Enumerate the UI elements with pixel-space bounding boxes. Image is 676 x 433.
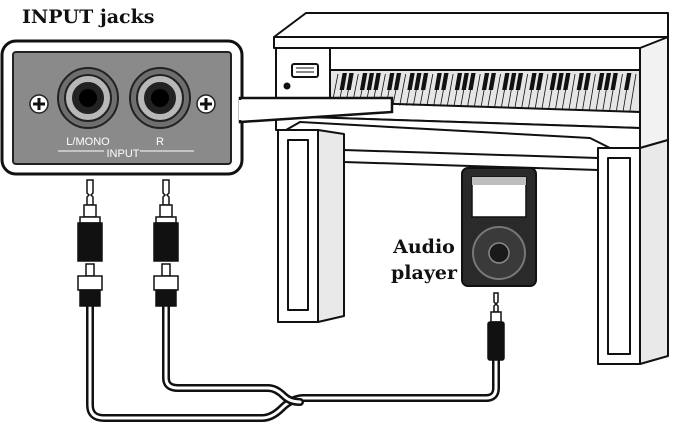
rca-plug-icon <box>77 263 103 307</box>
jack-left-label: L/MONO <box>66 136 110 148</box>
phone-plug-icon <box>153 179 179 262</box>
black-key <box>407 73 415 90</box>
black-key <box>515 73 524 90</box>
black-key <box>393 73 402 90</box>
black-key <box>414 73 422 90</box>
black-key <box>603 73 612 90</box>
player-label-line2: player <box>391 262 457 284</box>
jack-right-label: R <box>156 136 164 148</box>
input-jack-icon <box>57 67 119 129</box>
stereo-cable <box>86 301 500 422</box>
black-key <box>461 73 469 90</box>
black-key <box>434 73 442 90</box>
black-key <box>508 73 517 90</box>
black-key <box>502 73 510 90</box>
black-key <box>596 73 605 90</box>
white-key-divider <box>541 73 549 109</box>
screw-icon <box>29 94 49 114</box>
black-key <box>454 73 463 90</box>
input-group-label: INPUT <box>107 148 140 160</box>
white-key-divider <box>588 73 596 110</box>
black-key <box>610 73 618 90</box>
player-label: Audio player <box>388 234 460 286</box>
black-key <box>536 73 544 90</box>
black-key <box>373 73 381 90</box>
black-key <box>556 73 564 90</box>
black-key <box>563 73 571 90</box>
input-jack-icon <box>129 67 191 129</box>
rca-plug-icon <box>153 263 179 307</box>
black-key <box>339 73 347 90</box>
black-key <box>488 73 496 90</box>
black-key <box>549 73 557 90</box>
black-key <box>583 73 591 90</box>
white-key-divider <box>399 73 407 106</box>
black-key <box>366 73 375 90</box>
white-key-divider <box>629 73 637 111</box>
screw-icon <box>196 94 216 114</box>
player-label-line1: Audio <box>393 236 455 258</box>
black-key <box>576 73 584 90</box>
white-key-divider <box>446 73 454 107</box>
white-key-divider <box>426 73 434 107</box>
diagram-title: INPUT jacks <box>22 6 155 28</box>
black-key <box>481 73 490 90</box>
white-key-divider <box>568 73 576 110</box>
white-key-divider <box>616 73 623 111</box>
black-key <box>441 73 449 90</box>
black-key <box>387 73 395 90</box>
input-panel: L/MONO R INPUT <box>0 39 394 176</box>
black-key <box>529 73 537 90</box>
white-key-divider <box>494 73 501 108</box>
phone-plug-icon <box>77 179 103 262</box>
black-key <box>346 73 354 90</box>
white-key-divider <box>521 73 529 109</box>
black-key <box>420 73 429 90</box>
black-key <box>359 73 368 90</box>
white-key-divider <box>473 73 481 108</box>
mini-plug-icon <box>487 292 505 361</box>
black-key <box>624 73 632 90</box>
black-key <box>468 73 476 90</box>
audio-player-icon <box>461 167 537 287</box>
